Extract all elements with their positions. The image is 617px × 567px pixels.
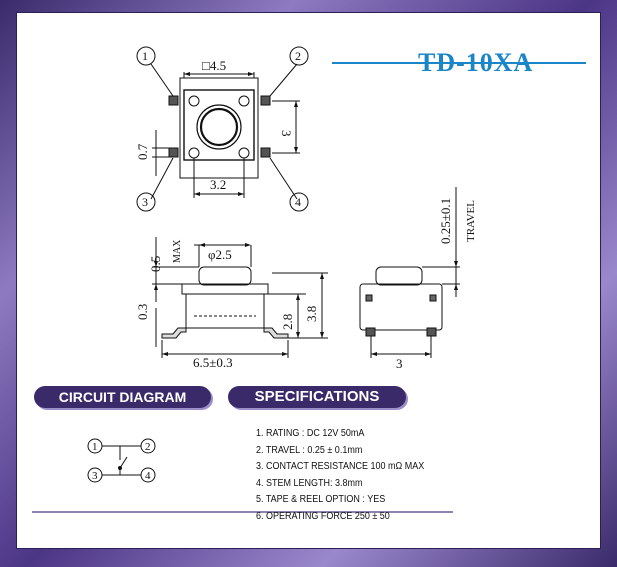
post-hole-br <box>238 147 250 159</box>
spec-item: 6. OPERATING FORCE 250 ± 50 <box>256 510 390 522</box>
dim-width: 6.5±0.3 <box>193 355 233 370</box>
stem-outer-circle <box>196 104 242 150</box>
pad-tl <box>168 95 179 106</box>
stem-inner-circle <box>199 107 239 147</box>
pin-1-label: 1 <box>142 49 148 63</box>
circuit-pin-1-label: 1 <box>92 441 98 453</box>
dim-stem-diameter: φ2.5 <box>208 247 232 262</box>
side-stem <box>198 266 252 286</box>
dim-travel: 0.25±0.1 <box>438 198 453 244</box>
top-view <box>136 46 309 212</box>
pad-br <box>260 147 271 158</box>
dim-pitch-vertical: 3 <box>279 130 294 137</box>
pad-tr <box>260 95 271 106</box>
circuit-pin-4-label: 4 <box>145 470 151 482</box>
side-view <box>152 237 328 358</box>
pin-3-callout <box>136 192 156 212</box>
dim-max-height: 0.5 <box>148 256 163 272</box>
pad-bl <box>168 147 179 158</box>
dim-end-pitch: 3 <box>396 356 403 371</box>
post-hole-tr <box>238 95 250 107</box>
circuit-pin-2-label: 2 <box>145 441 151 453</box>
circuit-pin-3-label: 3 <box>92 470 98 482</box>
top-square-body <box>183 89 255 161</box>
dim-square: □4.5 <box>202 58 226 73</box>
top-body-outline <box>179 77 259 179</box>
pin-1-callout <box>136 46 156 66</box>
spec-item: 4. STEM LENGTH: 3.8mm <box>256 477 363 489</box>
side-lead-left <box>161 327 187 339</box>
spec-item: 2. TRAVEL : 0.25 ± 0.1mm <box>256 444 363 456</box>
pin-4-label: 4 <box>295 195 301 209</box>
specifications-header: SPECIFICATIONS <box>228 386 406 408</box>
dim-max-label: MAX <box>172 239 183 263</box>
pin-3-label: 3 <box>142 195 148 209</box>
dim-base-thickness: 0.3 <box>135 304 150 320</box>
mechanical-drawing: 1 2 3 4 □4.5 3 0.7 3.2 <box>32 46 586 513</box>
dim-body-height: 2.8 <box>280 314 295 330</box>
dim-travel-label: TRAVEL <box>465 200 477 242</box>
end-stem <box>375 266 423 286</box>
spec-item: 1. RATING : DC 12V 50mA <box>256 428 365 439</box>
pin-2-label: 2 <box>295 49 301 63</box>
end-view <box>359 187 460 358</box>
dim-total-height: 3.8 <box>304 306 319 322</box>
specifications-list: 1. RATING : DC 12V 50mA 2. TRAVEL : 0.25… <box>256 426 443 525</box>
spec-item: 3. CONTACT RESISTANCE 100 mΩ MAX <box>256 461 425 472</box>
dim-pitch-horizontal: 3.2 <box>210 177 226 192</box>
post-hole-tl <box>188 95 200 107</box>
pin-4-callout <box>289 192 309 212</box>
circuit-diagram-header: CIRCUIT DIAGRAM <box>34 386 211 408</box>
dim-pad: 0.7 <box>135 143 150 160</box>
post-hole-bl <box>188 147 200 159</box>
side-body <box>185 293 265 329</box>
pin-2-callout <box>289 46 309 66</box>
datasheet: TD-10XA <box>16 12 601 549</box>
circuit-schematic <box>87 438 156 483</box>
spec-item: 5. TAPE & REEL OPTION : YES <box>256 494 386 505</box>
end-body <box>359 283 443 331</box>
